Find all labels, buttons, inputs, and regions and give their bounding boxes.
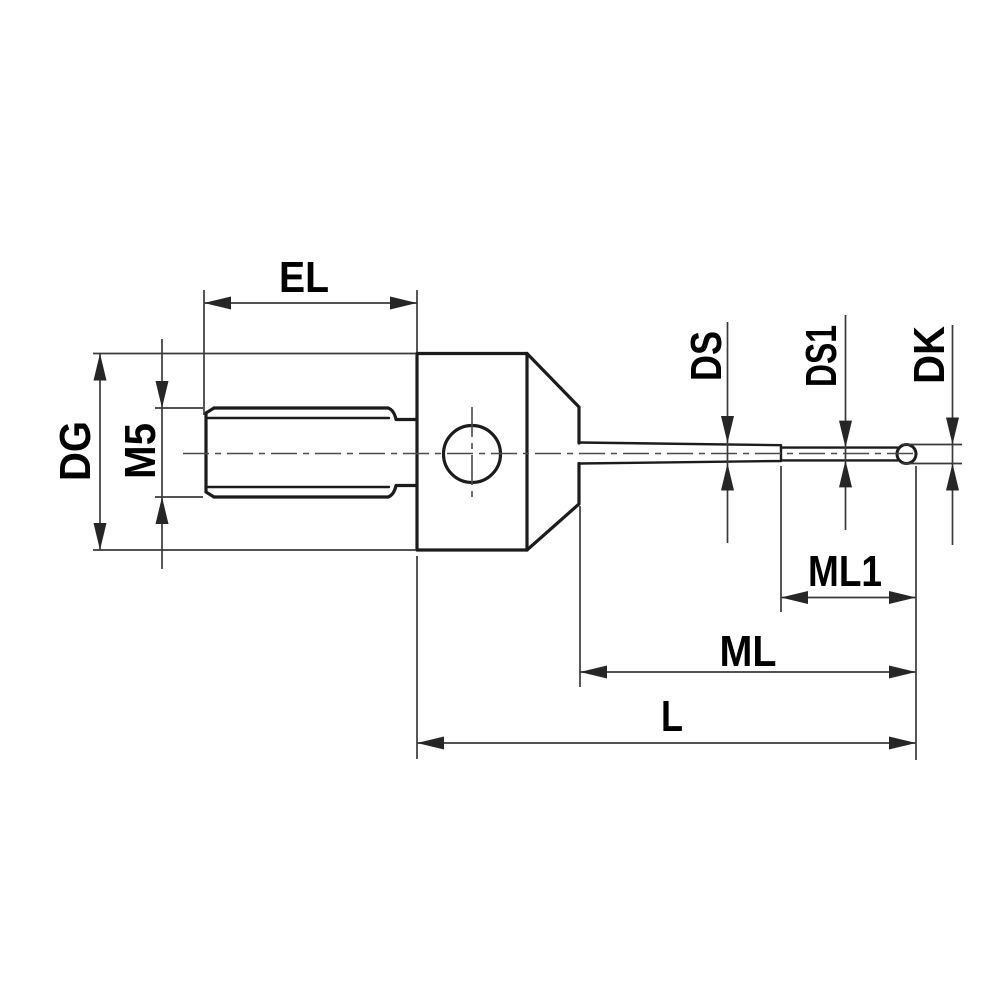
dimension-label-dk: DK (905, 326, 954, 384)
dimension-label-ml1: ML1 (808, 547, 882, 596)
dimension-ml: ML (579, 506, 916, 687)
centerlines (183, 407, 916, 502)
dimension-label-l: L (661, 692, 683, 741)
stylus-cone (525, 351, 581, 552)
dimension-l: L (416, 556, 916, 759)
dimension-ml1: ML1 (780, 466, 917, 760)
dimension-label-ml: ML (720, 627, 777, 676)
dimension-ds: DS (682, 322, 734, 543)
dimension-el: EL (203, 253, 418, 415)
dimension-label-ds1: DS1 (797, 325, 846, 387)
dimension-m5: M5 (116, 339, 203, 569)
dimension-label-el: EL (279, 253, 329, 302)
dimension-dk: DK (902, 325, 962, 545)
dimension-label-m5: M5 (116, 423, 165, 479)
stylus-thread-m5 (204, 406, 419, 499)
dimension-ds1: DS1 (797, 315, 852, 530)
dimension-dg: DG (51, 352, 416, 551)
stylus-body (415, 351, 529, 552)
dimension-label-ds: DS (682, 331, 731, 381)
dimension-label-dg: DG (51, 421, 100, 481)
